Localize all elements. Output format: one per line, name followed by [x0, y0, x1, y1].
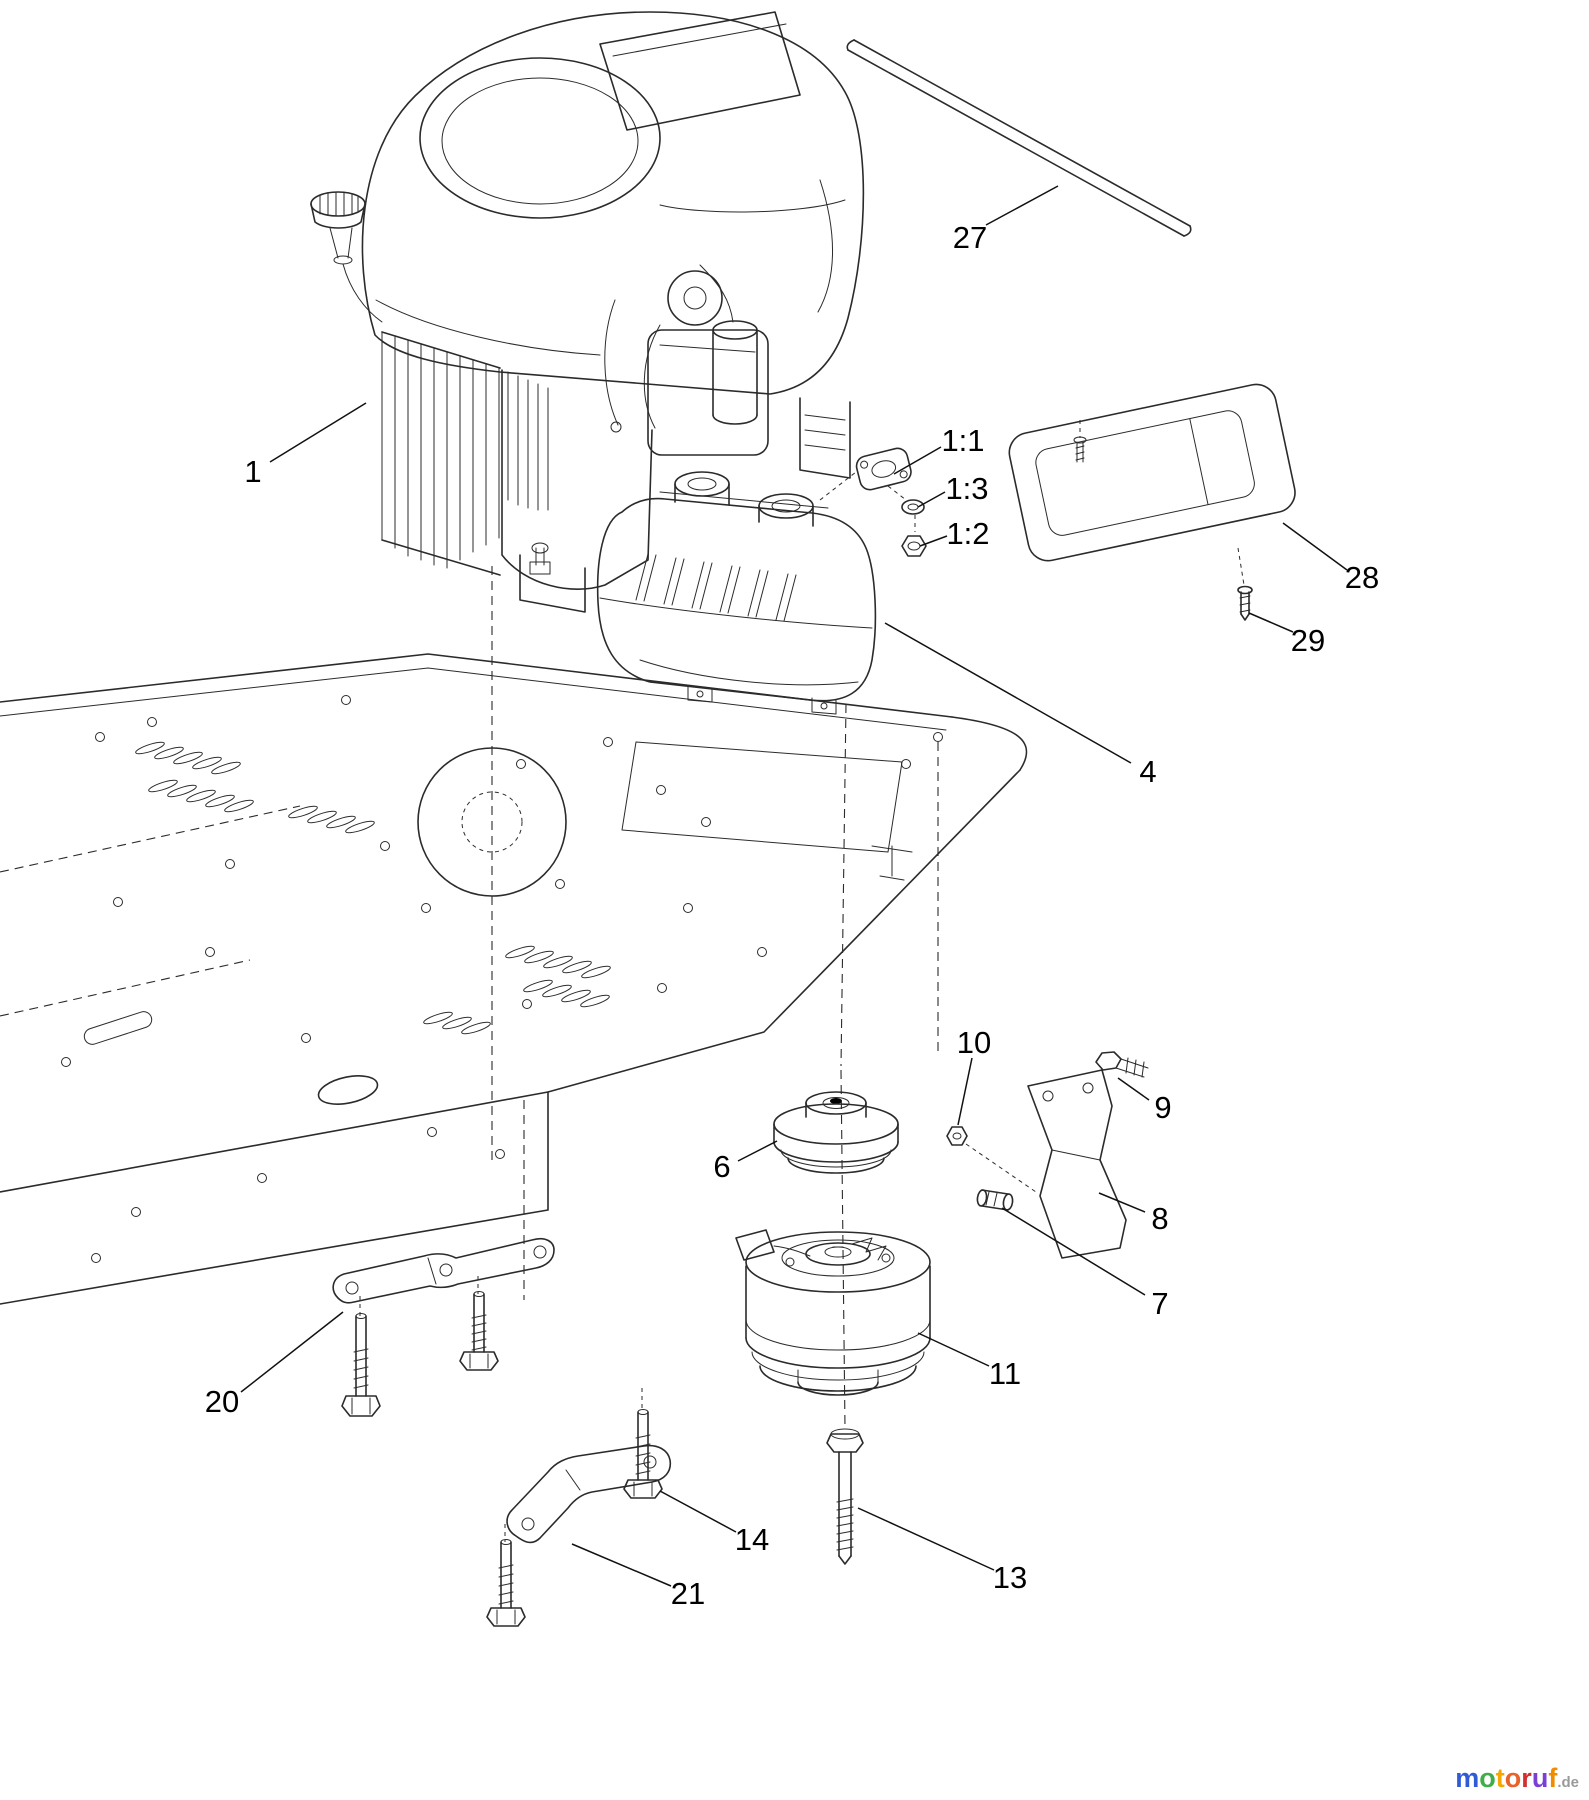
plate-screw: [1237, 547, 1253, 621]
gasket-plate: [1008, 383, 1296, 562]
bracket-bolt-front-right: [459, 1291, 499, 1371]
part-label-8: 8: [1151, 1201, 1169, 1236]
watermark-letter: t: [1495, 1763, 1505, 1793]
part-label-11: 11: [988, 1356, 1022, 1391]
watermark-letter: m: [1455, 1763, 1480, 1793]
watermark-suffix: .de: [1557, 1774, 1579, 1791]
part-label-1-2: 1:2: [946, 516, 990, 551]
engine-assembly: [310, 11, 865, 613]
part-label-1-3: 1:3: [945, 471, 989, 506]
part-label-13: 13: [992, 1560, 1028, 1595]
rear-engine-bracket: [504, 1388, 672, 1544]
part-label-14: 14: [734, 1522, 770, 1557]
part-label-27: 27: [952, 220, 988, 255]
chassis-frame: [0, 566, 1028, 1305]
part-label-21: 21: [670, 1576, 706, 1611]
bracket-bolt-front-left: [341, 1313, 381, 1417]
part-label-9: 9: [1154, 1090, 1172, 1125]
watermark-letter: r: [1521, 1763, 1532, 1793]
bracket-bolt-lower: [486, 1539, 526, 1627]
part-label-1-1: 1:1: [941, 423, 985, 458]
watermark-motoruf: motoruf.de: [1455, 1763, 1579, 1794]
part-label-20: 20: [204, 1384, 240, 1419]
watermark-letter: u: [1531, 1763, 1549, 1793]
watermark-letter: f: [1548, 1763, 1558, 1793]
part-label-4: 4: [1139, 754, 1157, 789]
part-label-1: 1: [244, 454, 262, 489]
muffler: [596, 471, 877, 715]
part-label-10: 10: [956, 1025, 992, 1060]
fuel-line-rod: [846, 39, 1192, 237]
watermark-letter: o: [1479, 1763, 1496, 1793]
flange-nut: [946, 1126, 1037, 1193]
part-label-28: 28: [1344, 560, 1380, 595]
spacer: [976, 1189, 1014, 1211]
part-label-29: 29: [1290, 623, 1326, 658]
part-label-6: 6: [713, 1149, 731, 1184]
clutch-anchor-bracket: [1027, 1069, 1127, 1259]
electric-clutch: [735, 1069, 931, 1429]
front-engine-bracket: [332, 1237, 555, 1316]
watermark-letter: o: [1504, 1763, 1522, 1793]
exhaust-gasket-fasteners: [819, 447, 927, 557]
part-label-7: 7: [1151, 1286, 1169, 1321]
bracket-bolt-14: [623, 1409, 663, 1499]
clutch-bolt: [826, 1428, 864, 1565]
bracket-bolt: [1095, 1051, 1149, 1078]
leader-lines: [240, 185, 1348, 1587]
engine-pulley: [773, 1091, 899, 1174]
